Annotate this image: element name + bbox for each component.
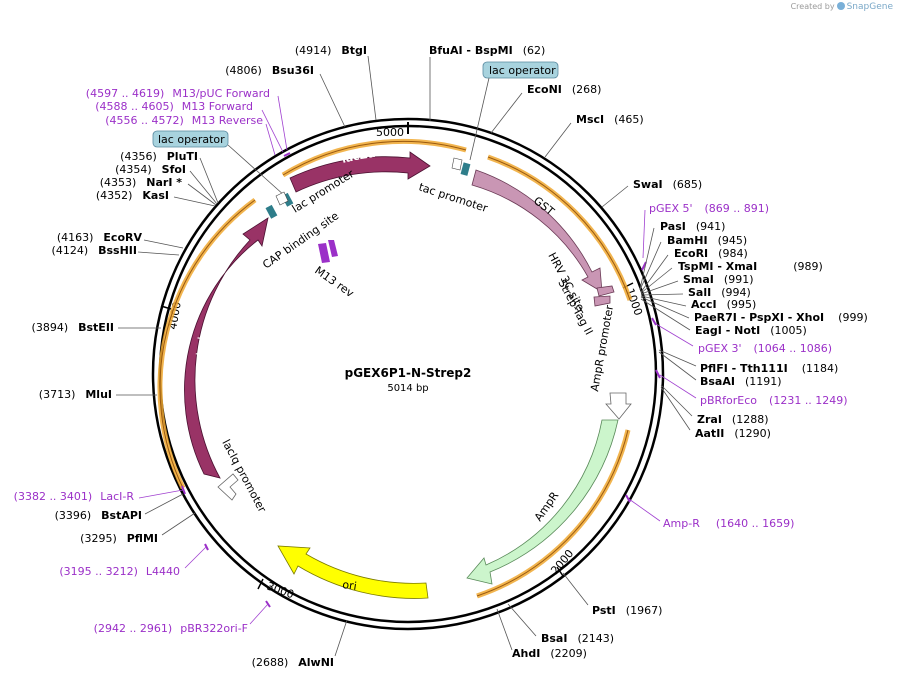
plasmid-name: pGEX6P1-N-Strep2 [345, 366, 472, 380]
enzyme-kasi[interactable]: (4352)KasI [96, 189, 169, 202]
enzyme-bstapi[interactable]: (3396)BstAPI [55, 509, 142, 522]
laci-label: lacI [194, 336, 209, 356]
ampr-promoter-arrow [605, 392, 632, 420]
snapgene-logo-icon [836, 2, 845, 10]
watermark-prefix: Created by [790, 2, 835, 11]
gst-arrow [471, 169, 603, 293]
enzyme-aatii[interactable]: AatII(1290) [695, 427, 771, 440]
lacza-arrow [289, 151, 431, 193]
laciq-promoter-arrow [217, 473, 239, 501]
tac-promoter-glyph [451, 157, 463, 171]
enzyme-ecorv[interactable]: (4163)EcoRV [57, 231, 143, 244]
primer-m13-puc-forward[interactable]: (4597 .. 4619)M13/pUC Forward [86, 87, 270, 100]
scale-tick-2000 [556, 566, 564, 577]
enzyme-paer7i[interactable]: PaeR7I - PspXI - XhoI(999) [694, 311, 868, 324]
enzyme-pasi[interactable]: PasI(941) [660, 220, 725, 233]
lac-operator-top-label: lac operator [489, 64, 556, 77]
watermark-brand: SnapGene [846, 2, 893, 12]
enzyme-mlui[interactable]: (3713)MluI [39, 388, 112, 401]
hrv-3c-arrow [596, 285, 615, 297]
primer-marks [181, 152, 661, 608]
enzyme-bsshii[interactable]: (4124)BssHII [52, 244, 137, 257]
strep-tag-arrow [593, 295, 611, 307]
backbone-outer-strand [151, 117, 665, 631]
lac-operator-top-leader [469, 77, 490, 161]
primer-pbrforeco[interactable]: pBRforEco(1231 .. 1249) [700, 394, 848, 407]
lac-operator-top-box [482, 61, 559, 79]
enzyme-ahdi[interactable]: AhdI(2209) [512, 647, 587, 660]
enzyme-ecori[interactable]: EcoRI(984) [674, 247, 748, 260]
enzyme-btgi[interactable]: (4914)BtgI [295, 44, 367, 57]
scale-label-5000: 5000 [376, 126, 404, 139]
lac-operator-left-label: lac operator [158, 133, 225, 146]
lac-operator-left-box [152, 130, 229, 148]
scale-tick-3000 [257, 578, 264, 590]
primer-pbr322ori-f[interactable]: (2942 .. 2961)pBR322ori-F [94, 622, 248, 635]
right-enzyme-labels: BfuAI - BspMI(62) EcoNI(268) MscI(465) S… [429, 44, 868, 660]
enzyme-sali[interactable]: SalI(994) [688, 286, 751, 299]
ori-label: ori [342, 578, 358, 593]
enzyme-zrai[interactable]: ZraI(1288) [697, 413, 769, 426]
enzyme-eagi[interactable]: EagI - NotI(1005) [695, 324, 807, 337]
enzyme-bsaai[interactable]: BsaAI(1191) [700, 375, 782, 388]
enzyme-alwni[interactable]: (2688)AlwNI [252, 656, 334, 669]
primer-pgex5[interactable]: pGEX 5'(869 .. 891) [649, 202, 769, 215]
enzyme-econi[interactable]: EcoNI(268) [527, 83, 601, 96]
enzyme-pluti[interactable]: (4356)PluTI [120, 150, 198, 163]
enzyme-bsu36i[interactable]: (4806)Bsu36I [225, 64, 314, 77]
m13-rev-label: M13 rev [312, 264, 356, 300]
laci-arrow [184, 217, 269, 479]
lac-operator-top-mark [460, 162, 471, 176]
enzyme-nari[interactable]: (4353)NarI * [100, 176, 183, 189]
enzyme-bsai[interactable]: BsaI(2143) [541, 632, 614, 645]
cap-site-mark [265, 204, 278, 219]
primer-m13-forward[interactable]: (4588 .. 4605)M13 Forward [95, 100, 253, 113]
enzyme-msci[interactable]: MscI(465) [576, 113, 644, 126]
enzyme-tspmi[interactable]: TspMI - XmaI(989) [678, 260, 823, 273]
snapgene-watermark: Created by SnapGene [791, 2, 893, 12]
primer-l4440[interactable]: (3195 .. 3212)L4440 [59, 565, 180, 578]
ori-arrow [277, 545, 429, 599]
primer-m13-reverse[interactable]: (4556 .. 4572)M13 Reverse [105, 114, 263, 127]
enzyme-sfoi[interactable]: (4354)SfoI [115, 163, 186, 176]
ampr-arrow [466, 419, 619, 585]
enzyme-bamhi[interactable]: BamHI(945) [667, 234, 747, 247]
lac-operator-left-leader [227, 144, 286, 197]
enzyme-acci[interactable]: AccI(995) [691, 298, 756, 311]
lac-promoter-glyph [275, 191, 289, 206]
primer-ampr[interactable]: Amp-R(1640 .. 1659) [663, 517, 794, 530]
enzyme-psti[interactable]: PstI(1967) [592, 604, 662, 617]
m13-rev-mark-b [328, 240, 338, 257]
scale-tick-4000 [160, 305, 172, 310]
m13-rev-mark-a [318, 243, 330, 263]
primer-laci-r[interactable]: (3382 .. 3401)LacI-R [14, 490, 135, 503]
plasmid-length: 5014 bp [387, 383, 428, 394]
enzyme-pflmi[interactable]: (3295)PflMI [80, 532, 158, 545]
enzyme-smai[interactable]: SmaI(991) [683, 273, 754, 286]
enzyme-swai[interactable]: SwaI(685) [633, 178, 702, 191]
scale-label-3000: 3000 [265, 580, 296, 602]
enzyme-pflfi[interactable]: PflFI - Tth111I(1184) [700, 362, 838, 375]
primer-pgex3[interactable]: pGEX 3'(1064 .. 1086) [698, 342, 832, 355]
enzyme-bfuai[interactable]: BfuAI - BspMI(62) [429, 44, 545, 57]
laciq-promoter-label: lacIq promoter [219, 437, 269, 515]
feature-highlights [157, 138, 633, 599]
enzyme-bsteii[interactable]: (3894)BstEII [32, 321, 114, 334]
left-enzyme-labels: (4914)BtgI (4806)Bsu36I (4597 .. 4619)M1… [14, 44, 377, 669]
ampr-promoter-label: AmpR promoter [588, 304, 616, 393]
